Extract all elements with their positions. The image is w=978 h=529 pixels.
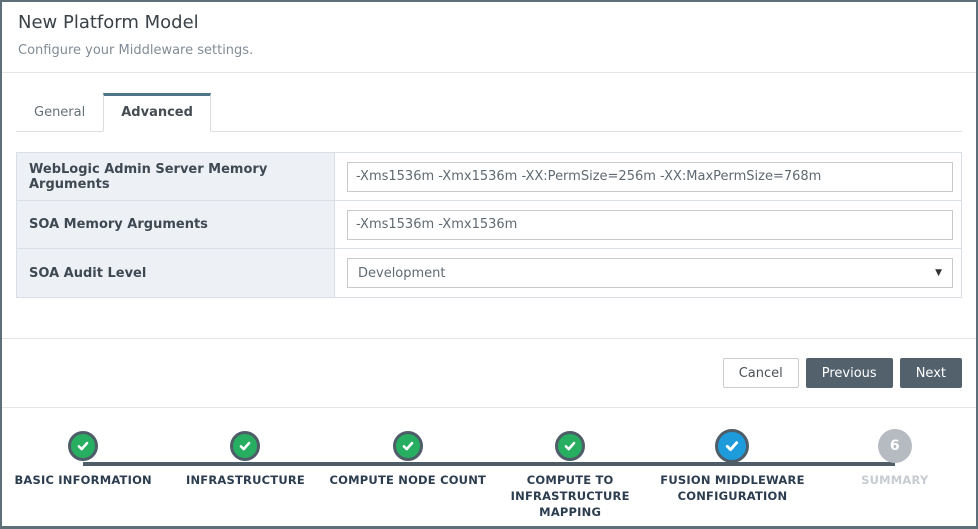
field-label-weblogic-memory-arguments: WebLogic Admin Server Memory Arguments <box>17 153 335 200</box>
step-compute-to-infrastructure-mapping: COMPUTE TO INFRASTRUCTURE MAPPING <box>489 426 651 520</box>
check-icon <box>77 441 89 451</box>
header: New Platform Model Configure your Middle… <box>2 2 976 73</box>
field-label-soa-audit-level: SOA Audit Level <box>17 249 335 297</box>
step-basic-information: BASIC INFORMATION <box>2 426 164 520</box>
check-icon <box>726 441 739 452</box>
step-label: COMPUTE NODE COUNT <box>329 473 487 487</box>
check-icon <box>240 441 251 451</box>
tab-bar: General Advanced <box>2 73 976 132</box>
previous-button[interactable]: Previous <box>805 358 893 388</box>
step-completed-dot[interactable] <box>68 431 99 461</box>
field-label-soa-memory-arguments: SOA Memory Arguments <box>17 201 335 248</box>
table-row: WebLogic Admin Server Memory Arguments <box>17 153 961 201</box>
step-compute-node-count: COMPUTE NODE COUNT <box>327 426 489 520</box>
step-label: SUMMARY <box>861 473 929 487</box>
divider <box>2 338 976 339</box>
stepper-track <box>83 462 895 466</box>
step-completed-dot[interactable] <box>230 431 261 461</box>
cancel-button[interactable]: Cancel <box>722 358 799 388</box>
step-completed-dot[interactable] <box>555 431 586 461</box>
next-button[interactable]: Next <box>899 358 962 388</box>
footer-actions: Cancel Previous Next <box>2 339 976 408</box>
dropdown-arrow-icon: ▼ <box>935 268 942 278</box>
middleware-settings-form: WebLogic Admin Server Memory Arguments S… <box>16 152 962 298</box>
weblogic-memory-arguments-input[interactable] <box>347 161 953 192</box>
step-label: INFRASTRUCTURE <box>186 473 305 487</box>
check-icon <box>402 441 414 451</box>
step-label: BASIC INFORMATION <box>14 473 152 487</box>
soa-memory-arguments-input[interactable] <box>347 209 953 240</box>
step-current-dot[interactable] <box>715 429 750 463</box>
tab-advanced[interactable]: Advanced <box>103 93 211 132</box>
step-summary: 6 SUMMARY <box>814 426 976 520</box>
step-upcoming-dot: 6 <box>877 429 912 463</box>
soa-audit-level-value: Development <box>358 265 446 281</box>
step-label: COMPUTE TO INFRASTRUCTURE MAPPING <box>510 473 630 520</box>
step-label: FUSION MIDDLEWARE CONFIGURATION <box>660 473 805 504</box>
step-number: 6 <box>889 438 900 454</box>
table-row: SOA Memory Arguments <box>17 201 961 249</box>
page-title: New Platform Model <box>18 12 199 33</box>
step-infrastructure: INFRASTRUCTURE <box>164 426 326 520</box>
page-subtitle: Configure your Middleware settings. <box>18 43 254 58</box>
step-completed-dot[interactable] <box>392 431 423 461</box>
soa-audit-level-select[interactable]: Development ▼ <box>347 258 953 288</box>
wizard-stepper: BASIC INFORMATION INFRASTRUCTURE COMPUTE… <box>2 408 976 520</box>
step-fusion-middleware-configuration: FUSION MIDDLEWARE CONFIGURATION <box>651 426 813 520</box>
check-icon <box>564 441 576 451</box>
table-row: SOA Audit Level Development ▼ <box>17 249 961 297</box>
tab-general[interactable]: General <box>34 105 86 120</box>
